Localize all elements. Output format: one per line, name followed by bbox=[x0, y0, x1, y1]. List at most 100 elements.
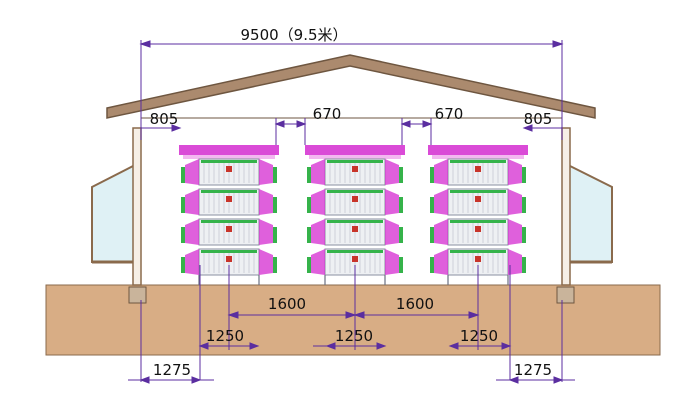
egg-tray-right bbox=[508, 189, 522, 215]
dim-aisle-gap-right: 670 bbox=[435, 105, 464, 123]
feed-trough bbox=[327, 160, 383, 163]
egg-tray-left bbox=[185, 159, 199, 185]
dim-spacing-1600-right: 1600 bbox=[396, 295, 434, 313]
cage-canopy-trim bbox=[432, 155, 524, 159]
cage-canopy-trim bbox=[183, 155, 275, 159]
cage-canopy bbox=[179, 145, 279, 155]
right-wall-post bbox=[561, 127, 571, 286]
feed-trough bbox=[201, 160, 257, 163]
cage-marker bbox=[352, 226, 358, 232]
egg-tray-right bbox=[259, 219, 273, 245]
cage-marker bbox=[226, 256, 232, 262]
cage-marker bbox=[475, 196, 481, 202]
side-strip-left bbox=[307, 197, 311, 213]
side-strip-left bbox=[430, 197, 434, 213]
cage-canopy-trim bbox=[309, 155, 401, 159]
dim-cage-width-1: 1250 bbox=[206, 327, 244, 345]
egg-tray-left bbox=[434, 249, 448, 275]
egg-tray-right bbox=[259, 249, 273, 275]
dim-cage-width-3: 1250 bbox=[460, 327, 498, 345]
side-strip-right bbox=[522, 227, 526, 243]
cage-stacks bbox=[179, 145, 528, 285]
feed-trough bbox=[201, 250, 257, 253]
cage-marker bbox=[352, 256, 358, 262]
egg-tray-left bbox=[434, 159, 448, 185]
side-strip-left bbox=[430, 257, 434, 273]
side-strip-right bbox=[522, 197, 526, 213]
egg-tray-right bbox=[508, 219, 522, 245]
cage-marker bbox=[226, 196, 232, 202]
dim-side-gap-right: 805 bbox=[524, 110, 553, 128]
feed-trough bbox=[450, 160, 506, 163]
cage-canopy bbox=[305, 145, 405, 155]
right-footing bbox=[556, 286, 575, 304]
egg-tray-left bbox=[185, 189, 199, 215]
egg-tray-right bbox=[385, 189, 399, 215]
cage-stack-3 bbox=[428, 145, 528, 285]
dim-spacing-1600-left: 1600 bbox=[268, 295, 306, 313]
feed-trough bbox=[201, 220, 257, 223]
cage-canopy bbox=[428, 145, 528, 155]
egg-tray-right bbox=[508, 249, 522, 275]
side-strip-left bbox=[181, 167, 185, 183]
side-strip-left bbox=[430, 167, 434, 183]
egg-tray-left bbox=[311, 249, 325, 275]
egg-tray-left bbox=[434, 219, 448, 245]
egg-tray-left bbox=[311, 219, 325, 245]
egg-tray-left bbox=[434, 189, 448, 215]
side-strip-right bbox=[399, 257, 403, 273]
side-strip-right bbox=[399, 227, 403, 243]
side-strip-left bbox=[181, 257, 185, 273]
dim-edge-right: 1275 bbox=[514, 361, 552, 379]
cage-stack-2 bbox=[305, 145, 405, 285]
side-strip-right bbox=[522, 167, 526, 183]
left-footing bbox=[128, 286, 147, 304]
side-strip-right bbox=[399, 197, 403, 213]
side-strip-right bbox=[273, 197, 277, 213]
egg-tray-right bbox=[259, 159, 273, 185]
side-strip-right bbox=[522, 257, 526, 273]
feed-trough bbox=[450, 190, 506, 193]
left-annex bbox=[91, 163, 136, 264]
right-annex bbox=[567, 163, 613, 264]
cage-marker bbox=[475, 226, 481, 232]
egg-tray-left bbox=[311, 159, 325, 185]
side-strip-left bbox=[307, 167, 311, 183]
cage-marker bbox=[475, 166, 481, 172]
cage-stack-1 bbox=[179, 145, 279, 285]
cage-marker bbox=[226, 226, 232, 232]
cage-marker bbox=[226, 166, 232, 172]
cage-marker bbox=[352, 166, 358, 172]
side-strip-left bbox=[307, 257, 311, 273]
egg-tray-right bbox=[259, 189, 273, 215]
side-strip-right bbox=[273, 227, 277, 243]
egg-tray-right bbox=[385, 249, 399, 275]
egg-tray-left bbox=[185, 249, 199, 275]
dim-cage-width-2: 1250 bbox=[335, 327, 373, 345]
dim-side-gap-left: 805 bbox=[150, 110, 179, 128]
side-strip-right bbox=[399, 167, 403, 183]
side-strip-left bbox=[181, 227, 185, 243]
feed-trough bbox=[327, 220, 383, 223]
left-wall-post bbox=[132, 127, 142, 286]
feed-trough bbox=[327, 190, 383, 193]
cage-marker bbox=[475, 256, 481, 262]
feed-trough bbox=[327, 250, 383, 253]
feed-trough bbox=[450, 250, 506, 253]
cage-marker bbox=[352, 196, 358, 202]
egg-tray-right bbox=[385, 219, 399, 245]
side-strip-right bbox=[273, 257, 277, 273]
egg-tray-right bbox=[385, 159, 399, 185]
side-strip-left bbox=[307, 227, 311, 243]
egg-tray-left bbox=[311, 189, 325, 215]
dim-edge-left: 1275 bbox=[153, 361, 191, 379]
side-strip-left bbox=[181, 197, 185, 213]
feed-trough bbox=[201, 190, 257, 193]
feed-trough bbox=[450, 220, 506, 223]
egg-tray-right bbox=[508, 159, 522, 185]
dim-aisle-gap-left: 670 bbox=[313, 105, 342, 123]
roof bbox=[106, 54, 596, 119]
dimension-lines bbox=[128, 40, 575, 384]
egg-tray-left bbox=[185, 219, 199, 245]
